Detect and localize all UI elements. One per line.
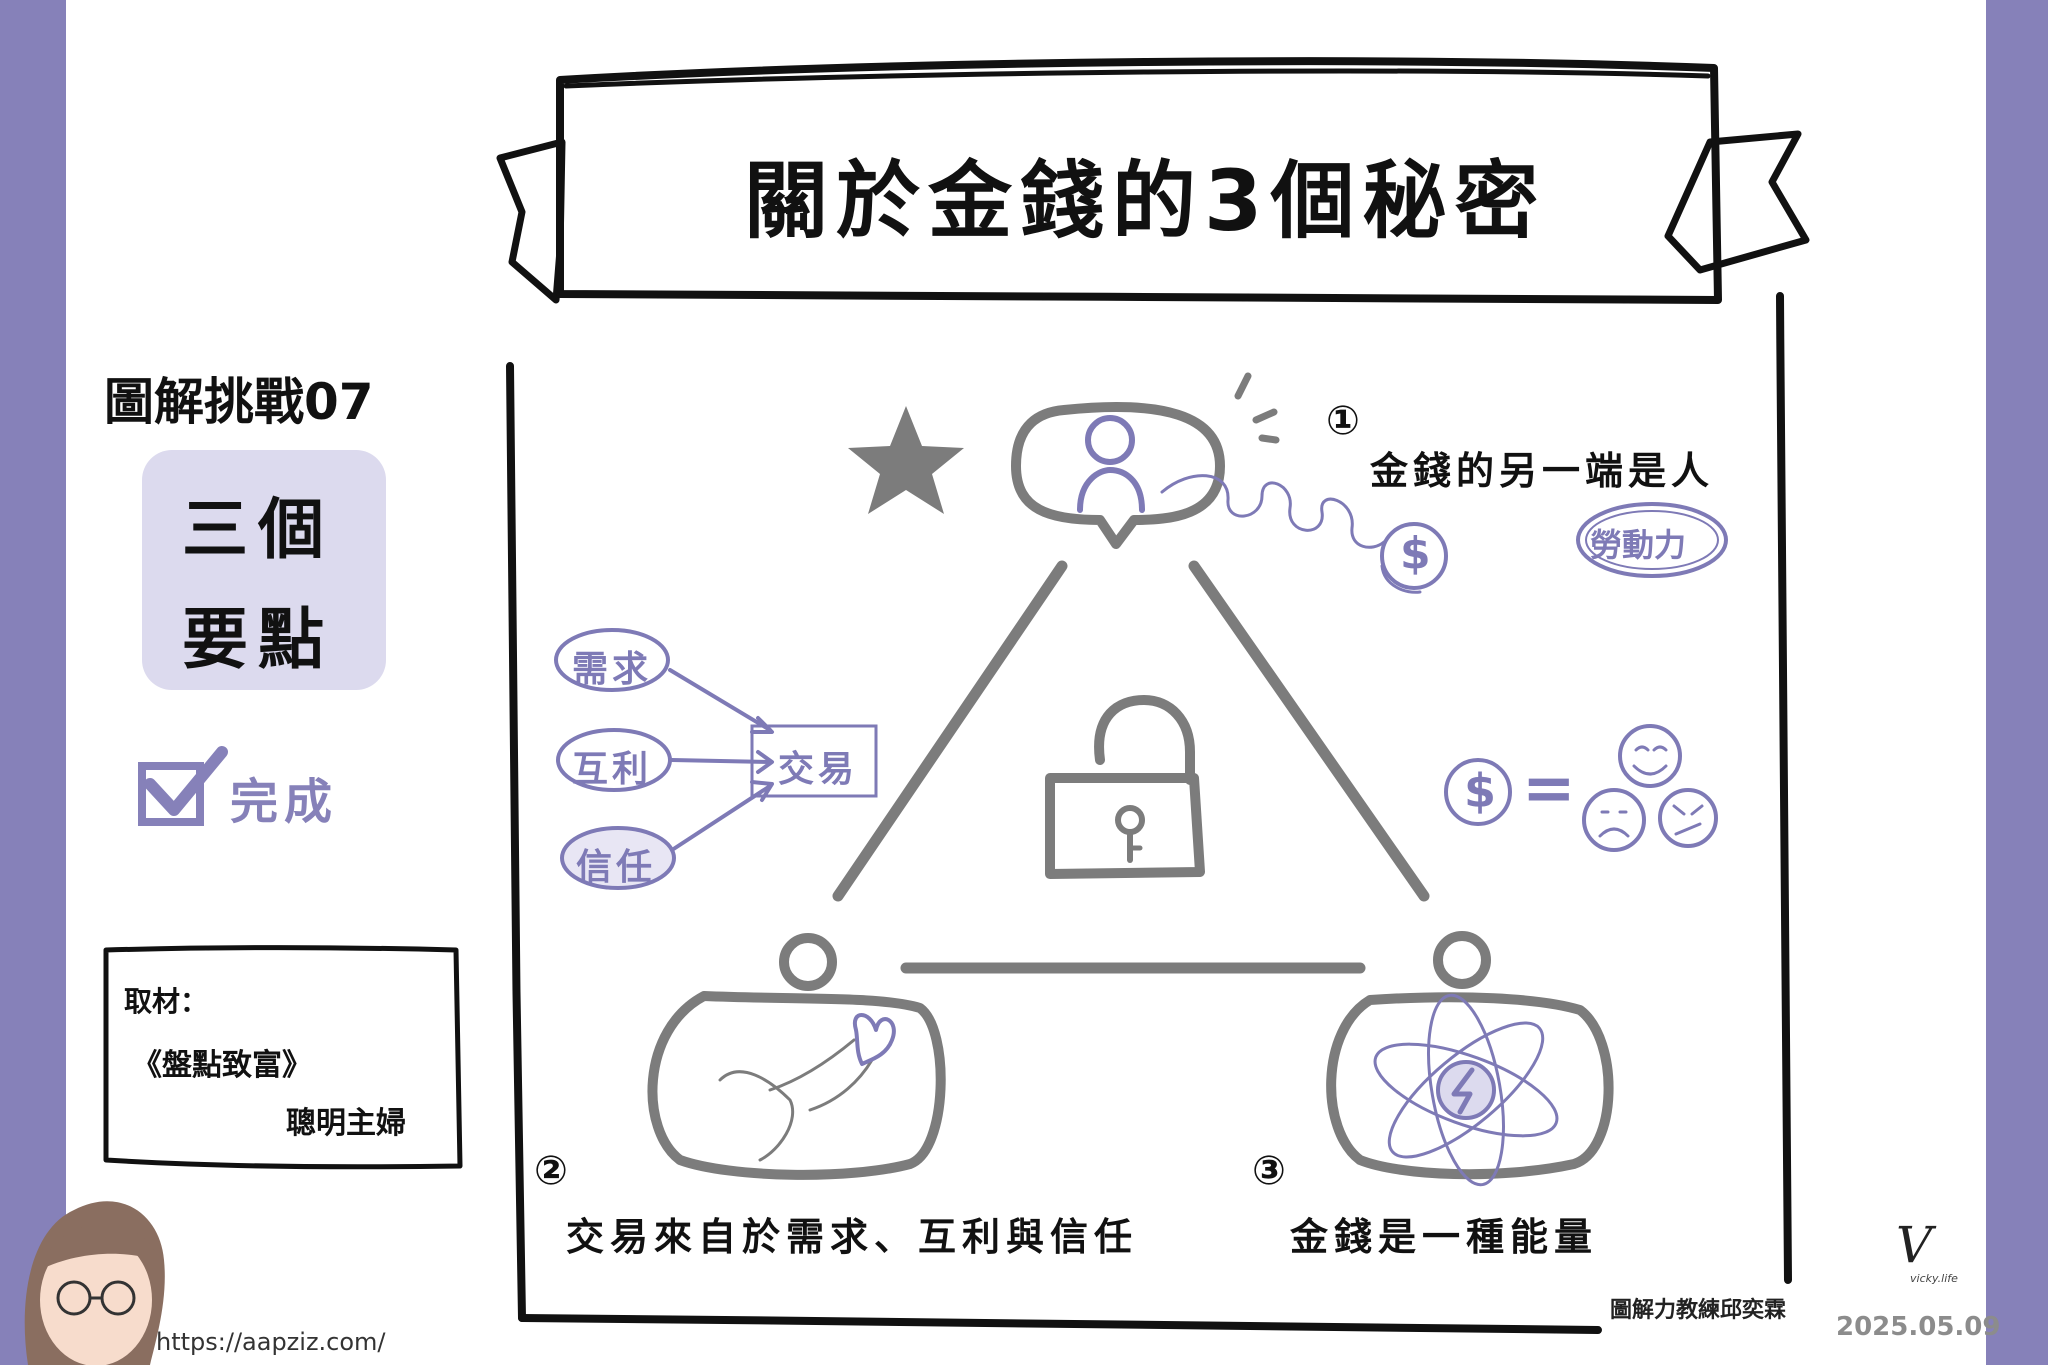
dollar-coin-icon bbox=[1380, 522, 1448, 594]
footer-url[interactable]: https://aapziz.com/ bbox=[156, 1328, 386, 1356]
challenge-label: 圖解挑戰07 bbox=[104, 373, 374, 431]
coin-symbol-1: $ bbox=[1400, 528, 1431, 579]
labor-badge: 勞動力 bbox=[1590, 526, 1687, 564]
right-accent-band bbox=[1986, 0, 2048, 1365]
atom-energy-icon bbox=[1326, 931, 1614, 1187]
emoji-faces-icon bbox=[1444, 724, 1718, 852]
labor-badge-frame bbox=[1576, 502, 1728, 578]
footer-date: 2025.05.09 bbox=[1836, 1312, 2001, 1342]
source-box-frame bbox=[103, 945, 463, 1170]
equals-sign: = bbox=[1522, 752, 1576, 826]
sparkle-lines bbox=[1234, 372, 1280, 444]
key-points-line1: 三個 bbox=[182, 491, 334, 568]
signature: V bbox=[1896, 1216, 1933, 1274]
unlock-icon bbox=[1045, 695, 1205, 879]
person-icon bbox=[1011, 401, 1225, 549]
checkbox-icon bbox=[138, 746, 228, 826]
point-3-text: 金錢是一種能量 bbox=[1290, 1215, 1599, 1259]
point-1-number: ① bbox=[1326, 398, 1360, 444]
avatar-icon bbox=[24, 1201, 165, 1365]
point-3-number: ③ bbox=[1252, 1148, 1286, 1194]
main-frame bbox=[506, 292, 1792, 1334]
key-points-badge: 三個 要點 bbox=[142, 450, 386, 690]
footer-credit: 圖解力教練邱奕霖 bbox=[1610, 1298, 1787, 1323]
pinky-promise-icon bbox=[647, 933, 946, 1180]
star-icon bbox=[848, 406, 964, 514]
needs-input-1: 需求 bbox=[572, 649, 653, 690]
point-1-text: 金錢的另一端是人 bbox=[1370, 449, 1715, 493]
source-label: 取材： bbox=[124, 985, 209, 1018]
needs-diagram bbox=[554, 628, 878, 890]
coin-symbol-2: $ bbox=[1464, 764, 1497, 818]
point-2-number: ② bbox=[534, 1148, 568, 1194]
title-banner bbox=[496, 57, 1810, 304]
needs-input-2: 互利 bbox=[572, 749, 653, 790]
page-title: 關於金錢的3個秘密 bbox=[744, 152, 1547, 250]
needs-output: 交易 bbox=[778, 749, 859, 790]
source-author: 聰明主婦 bbox=[286, 1106, 406, 1141]
done-label: 完成 bbox=[230, 774, 339, 830]
point-2-text: 交易來自於需求、互利與信任 bbox=[566, 1215, 1139, 1259]
needs-input-3: 信任 bbox=[576, 847, 657, 888]
central-triangle bbox=[832, 560, 1430, 974]
signature-sub: vicky.life bbox=[1910, 1272, 1958, 1285]
squiggle-line bbox=[1160, 474, 1386, 549]
source-book: 《盤點致富》 bbox=[132, 1048, 312, 1083]
key-points-line2: 要點 bbox=[182, 601, 334, 678]
left-accent-band bbox=[0, 0, 66, 1365]
